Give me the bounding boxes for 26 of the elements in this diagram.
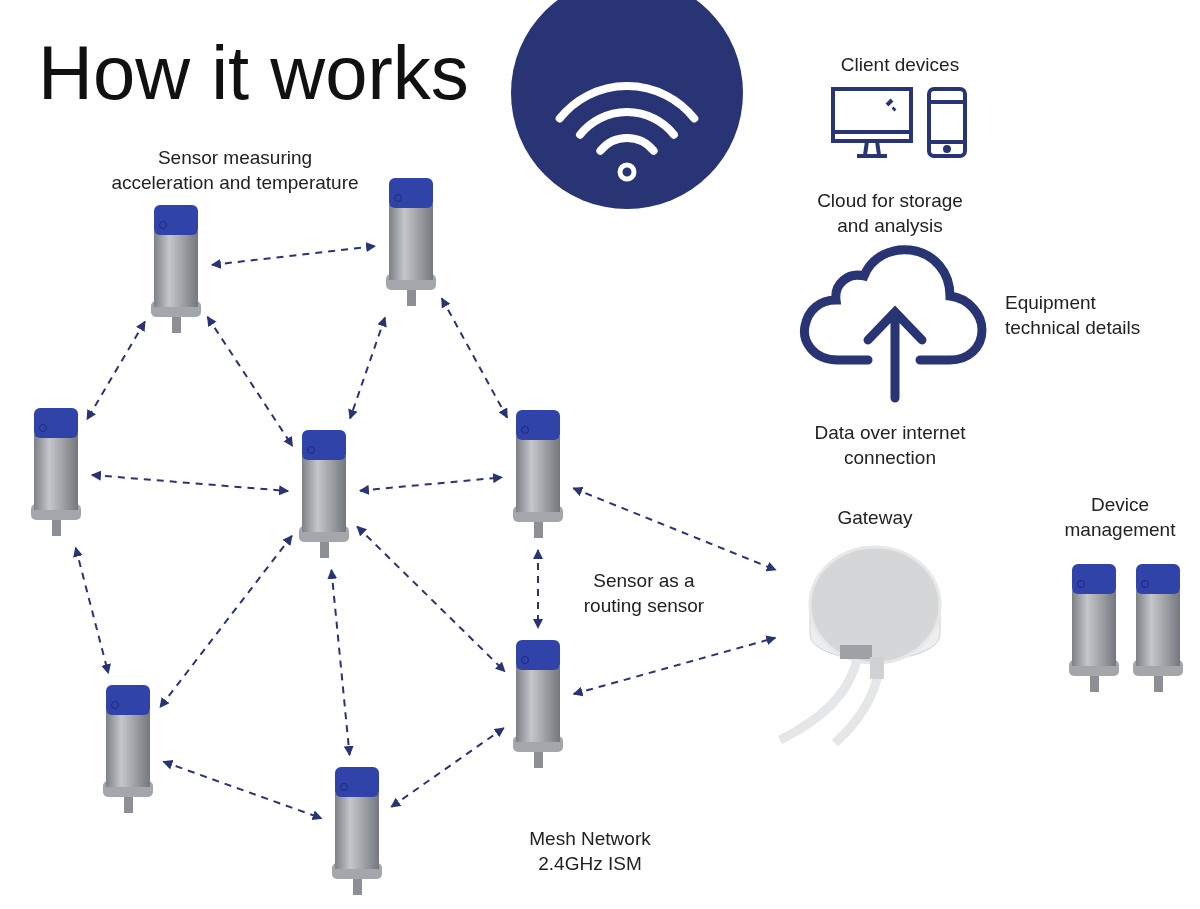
dashed-arrow (348, 316, 387, 420)
title: How it works (38, 29, 469, 117)
node-label: Gateway (836, 506, 914, 530)
dashed-arrow (390, 727, 505, 808)
network-label: Mesh Network 2.4GHz ISM (528, 827, 652, 876)
dashed-arrow (90, 470, 290, 496)
dashed-arrow (356, 525, 506, 673)
caption-text: Data over internet connection (813, 421, 967, 470)
dashed-arrow (159, 534, 293, 709)
dashed-arrow (533, 549, 543, 629)
caption-text: Sensor measuring acceleration and temperature (110, 146, 360, 195)
dashed-arrow (162, 760, 323, 820)
dashed-arrow (440, 297, 509, 419)
dashed-arrow (572, 635, 777, 697)
dashed-arrow (358, 473, 504, 495)
node-label: Client devices (839, 53, 961, 77)
dashed-arrow (327, 568, 354, 757)
caption-text: Equipment technical details (1005, 291, 1142, 340)
dashed-arrow (210, 242, 377, 269)
dashed-arrow (206, 315, 294, 448)
caption-text: Sensor as a routing sensor (582, 569, 706, 618)
node-label: Device management (1063, 493, 1177, 542)
node-label: Cloud for storage and analysis (816, 189, 964, 238)
dashed-arrow (572, 486, 777, 572)
dashed-arrow (86, 320, 146, 421)
dashed-arrow (73, 546, 111, 675)
